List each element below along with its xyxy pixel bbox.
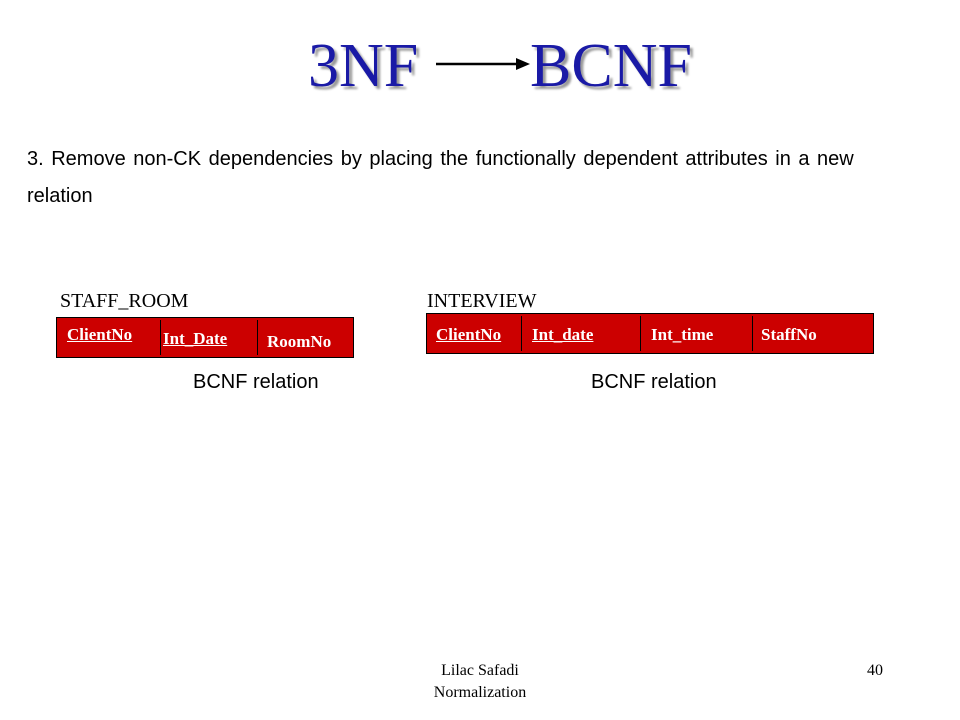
relation-name-interview: INTERVIEW	[427, 290, 537, 312]
page-number: 40	[867, 662, 883, 679]
column-divider	[160, 320, 161, 355]
attribute-int-time: Int_time	[651, 325, 714, 344]
attribute-clientno: ClientNo	[67, 325, 133, 344]
attribute-int-date: Int_date	[532, 325, 594, 344]
attribute-staffno: StaffNo	[761, 325, 817, 344]
column-divider	[521, 316, 522, 351]
slide-title: 3NF BCNF	[0, 28, 960, 108]
footer-topic: Normalization	[433, 684, 527, 701]
instruction-text: 3. Remove non-CK dependencies by placing…	[27, 148, 854, 207]
column-divider	[640, 316, 641, 351]
attribute-int-date: Int_Date	[163, 329, 228, 348]
relation-staff-room: ClientNo Int_Date RoomNo	[56, 317, 354, 358]
right-arrow-icon	[436, 58, 530, 70]
title-3nf: 3NF	[308, 32, 419, 100]
relation-interview: ClientNo Int_date Int_time StaffNo	[426, 313, 874, 354]
title-bcnf: BCNF	[530, 32, 692, 100]
column-divider	[752, 316, 753, 351]
relation-caption-staff-room: BCNF relation	[193, 371, 319, 393]
relation-name-staff-room: STAFF_ROOM	[60, 290, 189, 312]
footer-author: Lilac Safadi	[441, 662, 519, 679]
column-divider	[257, 320, 258, 355]
footer: Lilac Safadi Normalization	[380, 660, 580, 704]
relation-caption-interview: BCNF relation	[591, 371, 717, 393]
attribute-clientno: ClientNo	[436, 325, 502, 344]
attribute-roomno: RoomNo	[267, 332, 332, 351]
